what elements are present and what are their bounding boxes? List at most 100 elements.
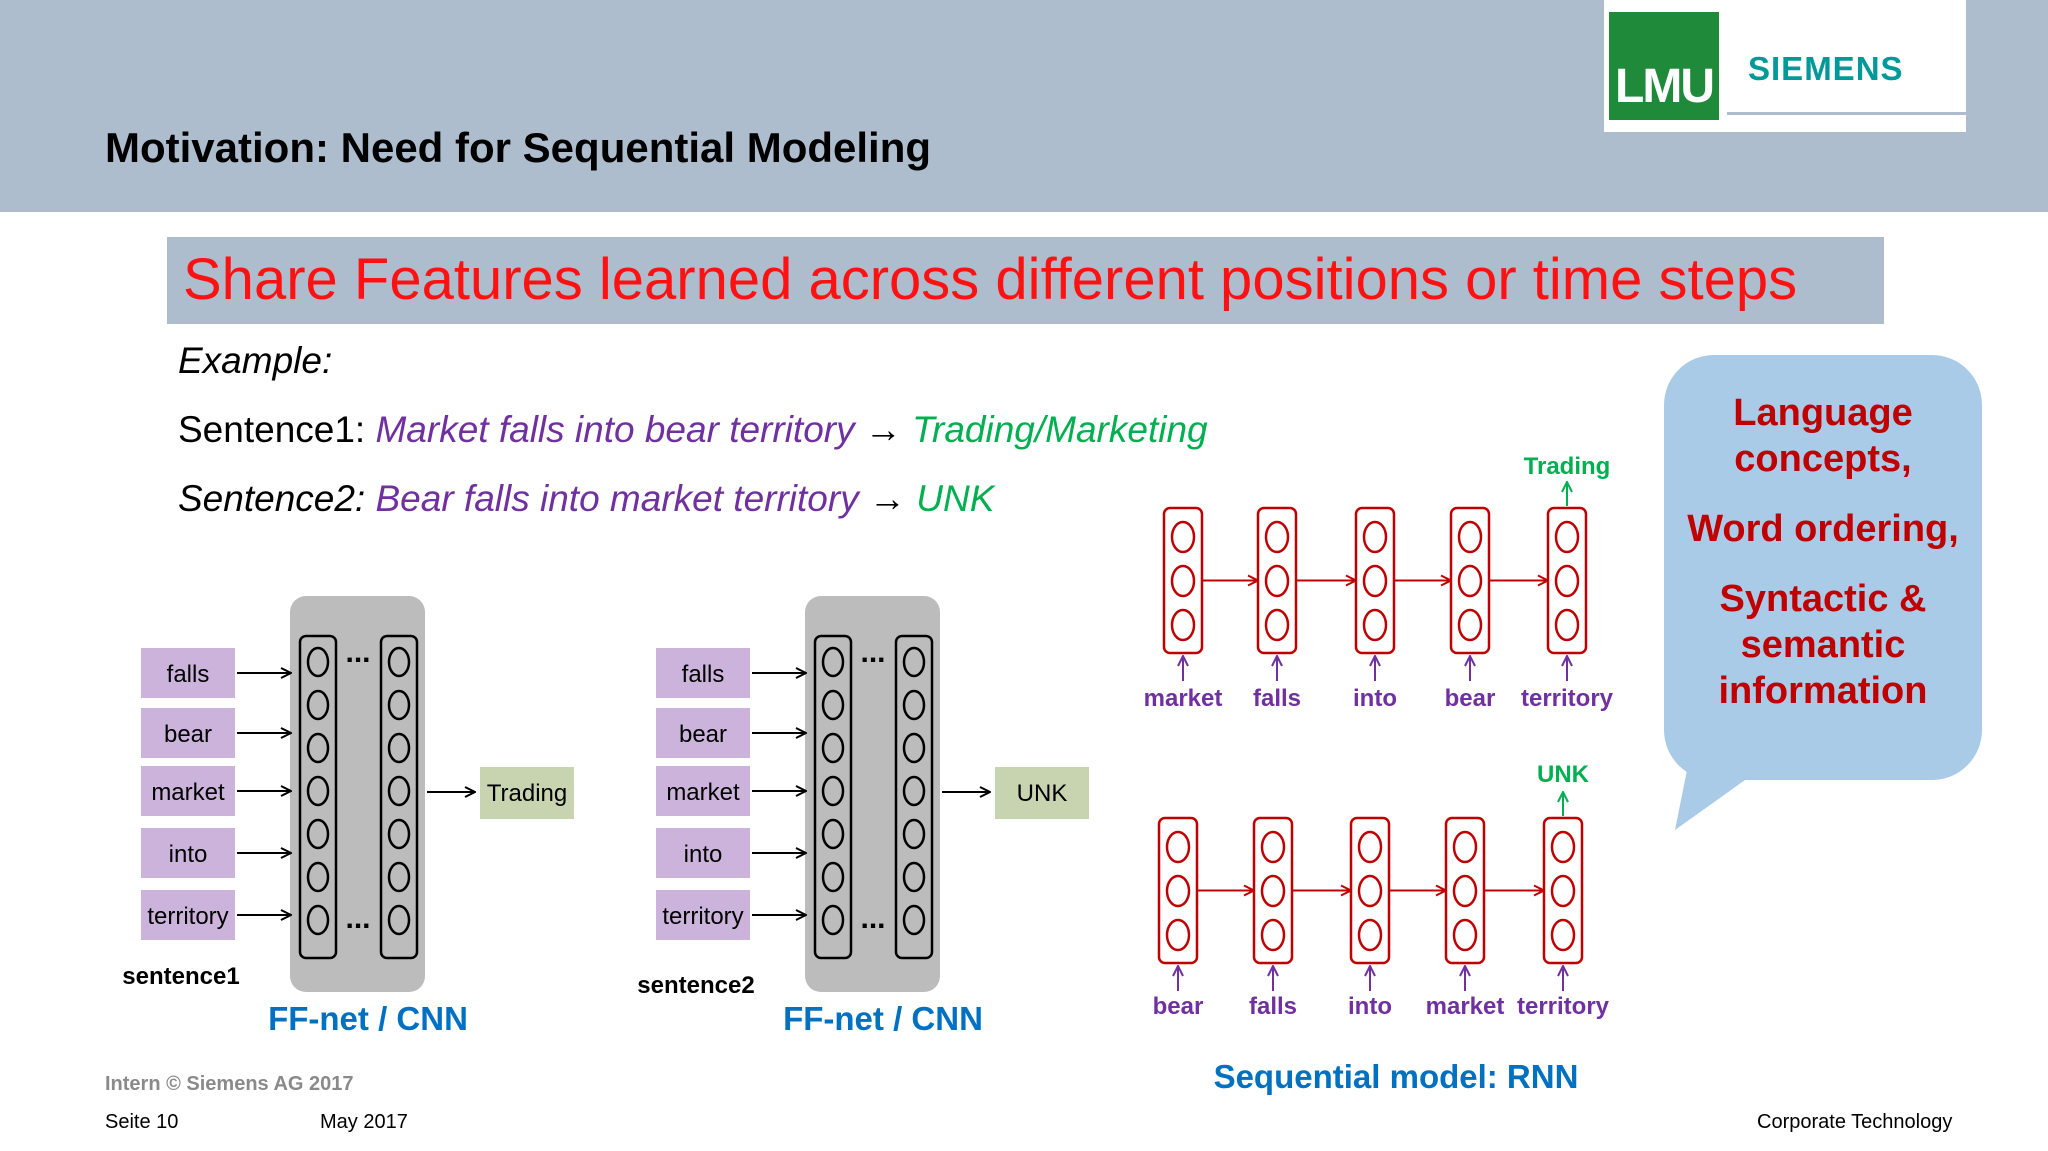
sentence2-line: Sentence2: Bear falls into market territ… — [178, 478, 994, 520]
slide-title: Motivation: Need for Sequential Modeling — [105, 124, 932, 171]
neuron-circle — [387, 646, 411, 678]
word-label: into — [169, 841, 208, 868]
neuron-circle — [306, 818, 330, 850]
neuron-circle — [821, 689, 845, 721]
word-box — [141, 890, 235, 940]
neuron-circle — [902, 775, 926, 807]
logo-divider — [1727, 112, 1966, 115]
word-label: market — [151, 779, 225, 806]
neuron-circle — [387, 689, 411, 721]
output-box — [480, 767, 574, 819]
rnn-word-label: bear — [1153, 993, 1204, 1020]
rnn-word-label: bear — [1445, 685, 1496, 712]
rnn-word-label: into — [1348, 993, 1392, 1020]
rnn-output-label: Trading — [1524, 453, 1611, 480]
neuron-circle — [821, 861, 845, 893]
ffnet-caption: FF-net / CNN — [783, 1000, 983, 1037]
rnn-neuron — [1357, 918, 1383, 952]
word-label: falls — [167, 661, 210, 688]
rnn-cell — [1162, 506, 1204, 655]
rnn-cell — [1157, 816, 1199, 965]
neuron-circle — [306, 689, 330, 721]
example-label: Example: — [178, 340, 333, 381]
word-label: market — [666, 779, 740, 806]
neuron-circle — [821, 818, 845, 850]
neuron-column — [894, 634, 934, 960]
sentence1-label: Trading/Marketing — [912, 409, 1208, 450]
neuron-circle — [306, 861, 330, 893]
neuron-circle — [387, 861, 411, 893]
word-label: bear — [164, 721, 212, 748]
neuron-circle — [902, 689, 926, 721]
word-label: territory — [662, 903, 743, 930]
rnn-neuron — [1452, 874, 1478, 908]
word-label: falls — [682, 661, 725, 688]
rnn-neuron — [1264, 564, 1290, 598]
rnn-neuron — [1452, 830, 1478, 864]
highlight-banner — [167, 237, 1884, 324]
neuron-circle — [387, 732, 411, 764]
ffnet-caption: FF-net / CNN — [268, 1000, 468, 1037]
footer-date: May 2017 — [320, 1111, 408, 1133]
arrow-icon: → — [858, 478, 917, 519]
rnn-neuron — [1550, 830, 1576, 864]
neuron-circle — [902, 646, 926, 678]
word-label: into — [684, 841, 723, 868]
footer-copyright: Intern © Siemens AG 2017 — [105, 1073, 354, 1095]
rnn-neuron — [1362, 608, 1388, 642]
neuron-circle — [306, 775, 330, 807]
rnn-neuron — [1170, 608, 1196, 642]
rnn-caption: Sequential model: RNN — [1214, 1058, 1579, 1095]
rnn-cell — [1256, 506, 1298, 655]
neuron-circle — [306, 904, 330, 936]
rnn-word-label: market — [1144, 685, 1223, 712]
output-label: Trading — [487, 780, 567, 807]
bubble-line: Syntactic & semantic information — [1718, 578, 1928, 712]
rnn-neuron — [1357, 830, 1383, 864]
neuron-circle — [387, 818, 411, 850]
footer-department: Corporate Technology — [1757, 1111, 1953, 1133]
neuron-circle — [821, 732, 845, 764]
rnn-neuron — [1362, 520, 1388, 554]
word-box — [656, 828, 750, 878]
word-box — [656, 648, 750, 698]
rnn-cell — [1354, 506, 1396, 655]
lmu-logo: LMU — [1609, 12, 1719, 120]
neuron-circle — [306, 646, 330, 678]
rnn-neuron — [1260, 830, 1286, 864]
neuron-column — [813, 634, 853, 960]
output-label: UNK — [1017, 780, 1068, 807]
sentence2-prefix: Sentence2: — [178, 478, 376, 519]
rnn-neuron — [1550, 874, 1576, 908]
neuron-column — [379, 634, 419, 960]
rnn-neuron — [1170, 564, 1196, 598]
rnn-neuron — [1550, 918, 1576, 952]
highlight-text: Share Features learned across different … — [183, 247, 1798, 312]
rnn-cell — [1542, 816, 1584, 965]
ellipsis-dots: ... — [860, 902, 885, 935]
word-box — [141, 828, 235, 878]
word-box — [141, 766, 235, 816]
word-box — [141, 708, 235, 758]
neuron-circle — [821, 646, 845, 678]
ellipsis-dots: ... — [345, 902, 370, 935]
rnn-word-label: territory — [1521, 685, 1614, 712]
word-box — [656, 890, 750, 940]
rnn-neuron — [1362, 564, 1388, 598]
neuron-circle — [902, 904, 926, 936]
ellipsis-dots: ... — [345, 636, 370, 669]
rnn-neuron — [1264, 608, 1290, 642]
rnn-cell — [1546, 506, 1588, 655]
rnn-neuron — [1457, 608, 1483, 642]
neuron-circle — [387, 775, 411, 807]
speech-bubble — [1664, 355, 1982, 780]
word-box — [141, 648, 235, 698]
rnn-word-label: territory — [1517, 993, 1610, 1020]
neuron-circle — [306, 732, 330, 764]
rnn-neuron — [1264, 520, 1290, 554]
rnn-word-label: into — [1353, 685, 1397, 712]
siemens-logo: SIEMENS — [1748, 50, 1904, 87]
rnn-cell — [1349, 816, 1391, 965]
neuron-circle — [902, 732, 926, 764]
